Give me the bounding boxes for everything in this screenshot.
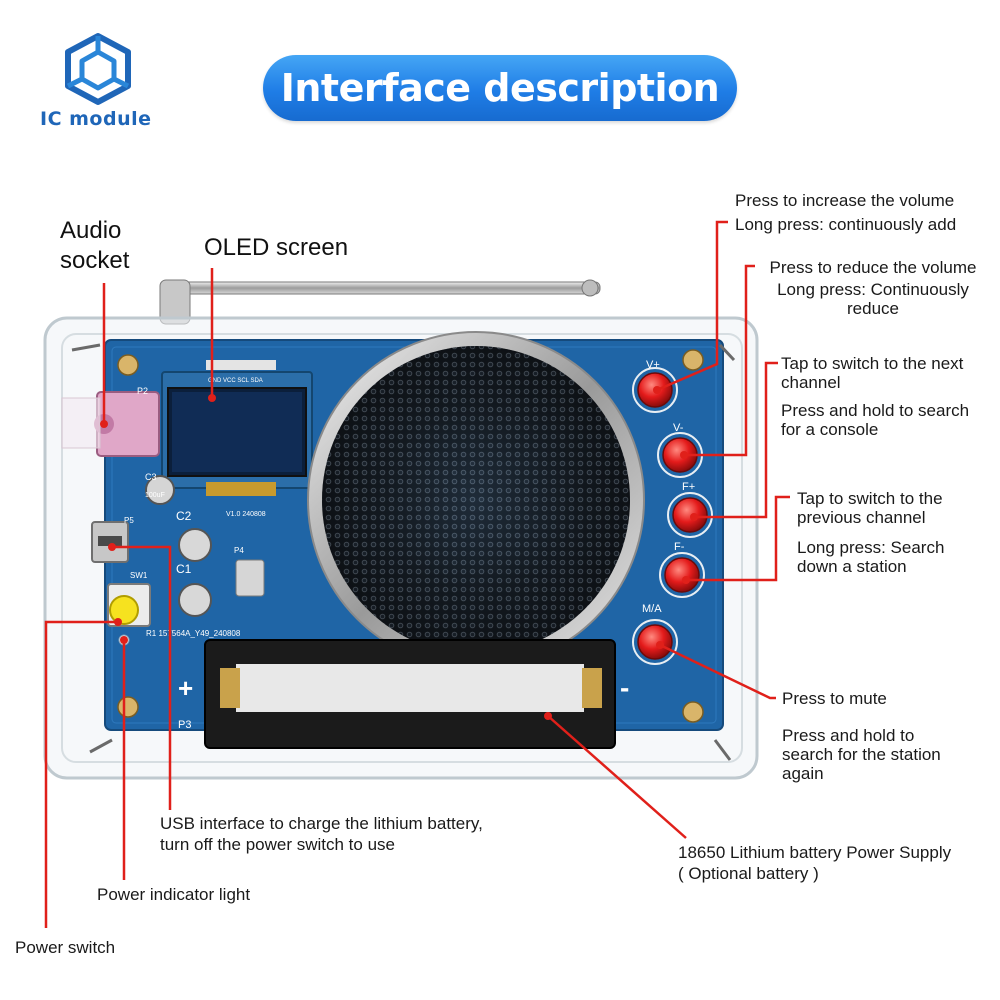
next-channel-line1: Tap to switch to the next <box>781 354 964 373</box>
volume-up-line2: Long press: continuously add <box>735 215 957 234</box>
silk-c2: C2 <box>176 509 192 523</box>
silk-minus: - <box>620 672 629 703</box>
callout-volume-up: Press to increase the volume Long press:… <box>735 189 956 237</box>
prev-channel-line4: down a station <box>797 557 907 576</box>
callout-oled-screen: OLED screen <box>204 234 349 261</box>
callout-mute: Press to mute Press and hold to search f… <box>782 689 941 783</box>
mute-line4: again <box>782 764 824 783</box>
silk-p3: P3 <box>178 719 191 731</box>
volume-down-line3: reduce <box>847 299 899 318</box>
mute-line2: Press and hold to <box>782 726 915 745</box>
next-channel-line2: channel <box>781 373 841 392</box>
callout-audio-socket: Audio socket <box>60 216 129 276</box>
silk-plus: + <box>178 673 193 703</box>
button-label-fplus: F+ <box>682 481 695 493</box>
button-label-vminus: V- <box>673 422 684 434</box>
silk-c3: C3 <box>145 472 157 482</box>
next-channel-line4: for a console <box>781 420 879 439</box>
button-label-fminus: F- <box>674 541 685 553</box>
next-channel-line3: Press and hold to search <box>781 401 970 420</box>
callout-prev-channel: Tap to switch to the previous channel Lo… <box>797 489 944 576</box>
callout-battery: 18650 Lithium battery Power Supply ( Opt… <box>678 842 951 884</box>
antenna <box>179 281 601 295</box>
callout-usb: USB interface to charge the lithium batt… <box>160 813 483 855</box>
callout-power-indicator: Power indicator light <box>97 885 251 904</box>
silk-p5: P5 <box>124 516 134 525</box>
volume-down-line1: Press to reduce the volume <box>769 258 977 277</box>
volume-up-line1: Press to increase the volume <box>735 191 955 210</box>
silk-oled-pins: GND VCC SCL SDA <box>208 378 263 384</box>
button-label-vplus: V+ <box>646 359 660 371</box>
mute-line3: search for the station <box>782 745 941 764</box>
callout-power-switch: Power switch <box>15 938 116 957</box>
title-banner: Interface description <box>263 55 737 121</box>
prev-channel-line1: Tap to switch to the <box>797 489 943 508</box>
volume-down-line2: Long press: Continuously <box>777 280 969 299</box>
prev-channel-line3: Long press: Search <box>797 538 945 557</box>
silk-p4: P4 <box>234 546 244 555</box>
battery-line1: 18650 Lithium battery Power Supply <box>678 843 952 862</box>
silk-version: V1.0 240808 <box>226 511 266 518</box>
audio-socket-line1: Audio <box>60 217 122 244</box>
mute-line1: Press to mute <box>782 689 887 708</box>
logo-text: IC module <box>40 108 152 130</box>
usb-line2: turn off the power switch to use <box>160 835 395 854</box>
silk-sw1: SW1 <box>130 571 148 580</box>
silk-c1: C1 <box>176 562 192 576</box>
battery-line2: ( Optional battery ) <box>678 864 819 883</box>
page-title: Interface description <box>280 66 720 110</box>
silk-p2: P2 <box>137 386 148 396</box>
audio-socket-line2: socket <box>60 247 130 274</box>
silk-cap-value: 100uF <box>145 492 165 499</box>
button-label-ma: M/A <box>642 603 662 615</box>
callout-next-channel: Tap to switch to the next channel Press … <box>781 354 969 439</box>
callout-volume-down: Press to reduce the volume Long press: C… <box>758 258 988 318</box>
usb-line1: USB interface to charge the lithium batt… <box>160 814 483 833</box>
silk-serial: R1 157564A_Y49_240808 <box>146 629 241 638</box>
prev-channel-line2: previous channel <box>797 508 926 527</box>
